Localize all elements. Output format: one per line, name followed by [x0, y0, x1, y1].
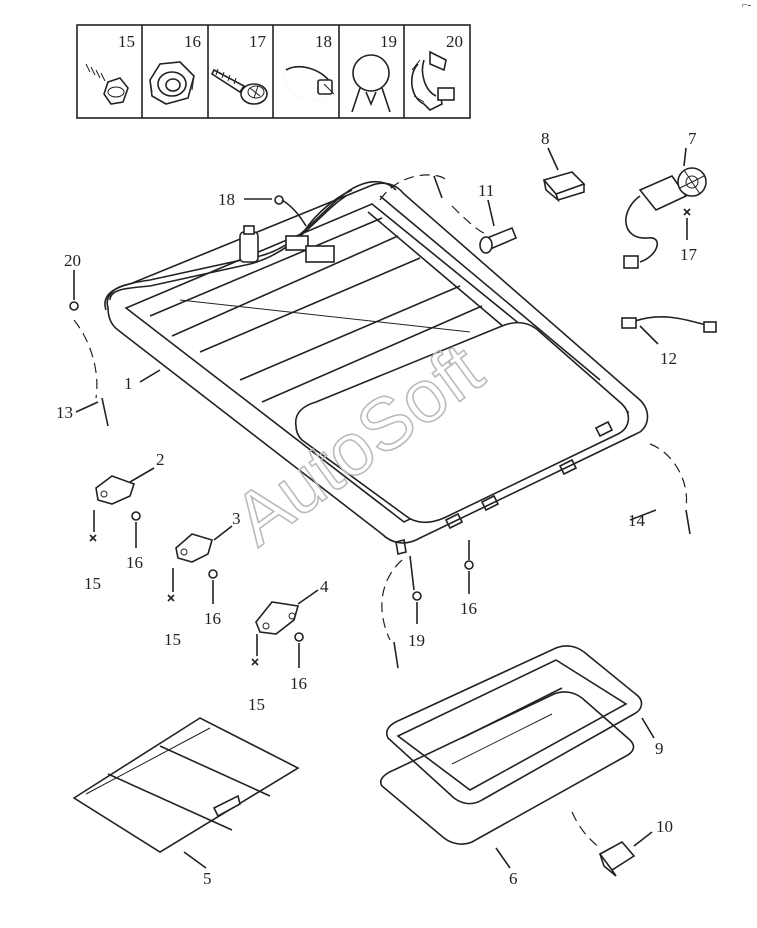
- legend-num-20: 20: [446, 32, 463, 51]
- legend-num-18: 18: [315, 32, 332, 51]
- callout-1: 1: [124, 374, 133, 393]
- legend-num-15: 15: [118, 32, 135, 51]
- clip-part: [598, 840, 636, 877]
- callout-leaders: [73, 147, 688, 869]
- sunshade-panel-part: [72, 717, 300, 853]
- callout-16b: 16: [204, 609, 221, 628]
- callout-12: 12: [660, 349, 677, 368]
- clamp-icon: [283, 66, 336, 102]
- callout-16a: 16: [126, 553, 143, 572]
- callout-13: 13: [56, 403, 73, 422]
- callout-19: 19: [408, 631, 425, 650]
- sunroof-frame-assembly: [104, 180, 649, 555]
- callout-3: 3: [232, 509, 241, 528]
- callout-15b: 15: [164, 630, 181, 649]
- callout-6: 6: [509, 869, 518, 888]
- legend-num-17: 17: [249, 32, 267, 51]
- callout-2: 2: [156, 450, 165, 469]
- bracket-part-2: [95, 475, 136, 505]
- callout-16d: 16: [460, 599, 477, 618]
- corner-mark: ⌐-: [742, 0, 751, 11]
- bolt-icon: [82, 63, 129, 105]
- callout-15c: 15: [248, 695, 265, 714]
- callout-10: 10: [656, 817, 673, 836]
- fastener-markers: [69, 195, 691, 666]
- callout-7: 7: [688, 129, 697, 148]
- leader-lines: [73, 174, 688, 849]
- connector-pin-part: [433, 175, 518, 254]
- bracket-part-3: [175, 533, 213, 563]
- nut-icon: [149, 61, 195, 105]
- bracket-part-4: [255, 601, 300, 635]
- glass-seal-part: [385, 645, 643, 805]
- screw-icon: [210, 68, 268, 105]
- gasket-part: [379, 691, 635, 845]
- callout-numbers: 20 18 1 13 2 15 16 3 15 16 4 15 16 16 19…: [56, 129, 698, 888]
- callout-4: 4: [320, 577, 329, 596]
- callout-16c: 16: [290, 674, 307, 693]
- wire-harness-part: [621, 315, 717, 333]
- legend-num-19: 19: [380, 32, 397, 51]
- callout-20: 20: [64, 251, 81, 270]
- callout-18: 18: [218, 190, 235, 209]
- callout-9: 9: [655, 739, 664, 758]
- clip-bracket-icon: [411, 50, 455, 111]
- callout-15a: 15: [84, 574, 101, 593]
- callout-14: 14: [628, 511, 646, 530]
- fastener-legend-table: 15 16 17 18 19 20: [76, 24, 471, 119]
- callout-8: 8: [541, 129, 550, 148]
- switch-module-part: [542, 171, 586, 203]
- callout-17: 17: [680, 245, 698, 264]
- sunroof-motor-part: [623, 167, 707, 269]
- callout-5: 5: [203, 869, 212, 888]
- clip-icon: [351, 54, 391, 113]
- legend-num-16: 16: [184, 32, 201, 51]
- callout-11: 11: [478, 181, 494, 200]
